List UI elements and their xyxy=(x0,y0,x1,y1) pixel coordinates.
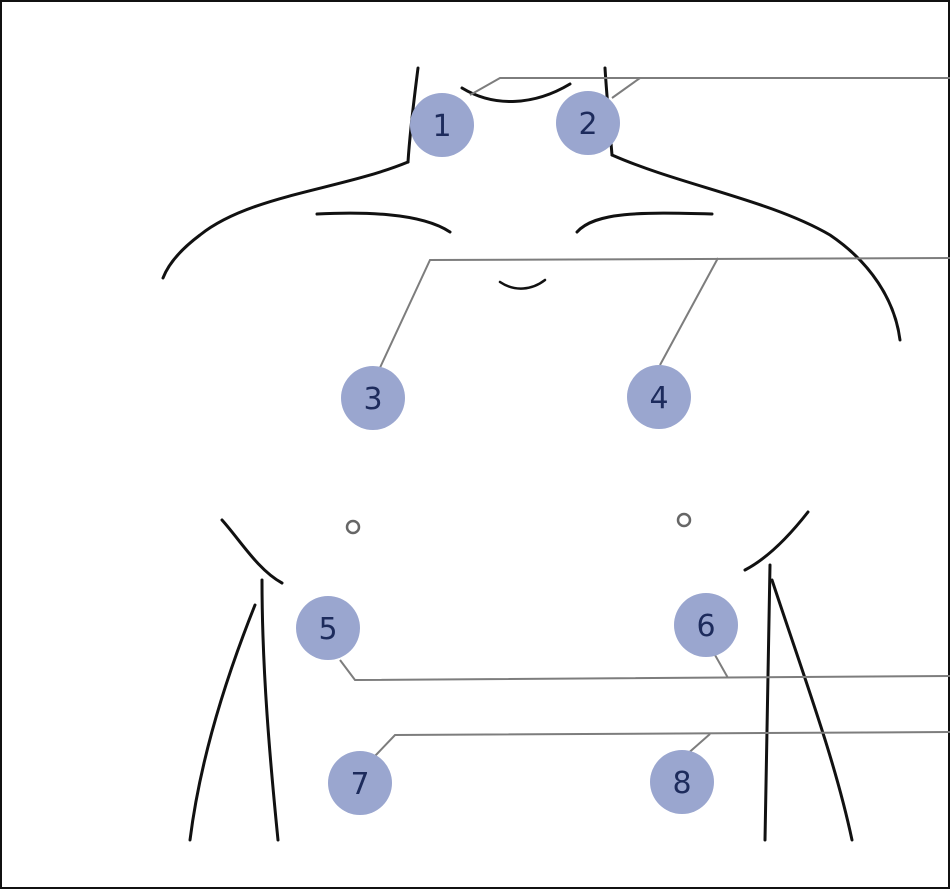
shoulder-right xyxy=(612,155,900,340)
leader-line-1-2 xyxy=(470,78,950,95)
leader-line-4 xyxy=(660,258,718,365)
leader-line-5-6 xyxy=(340,660,950,680)
svg-text:5: 5 xyxy=(318,612,337,647)
svg-text:2: 2 xyxy=(578,107,597,142)
leader-line-3-4 xyxy=(378,258,950,372)
clavicle-right xyxy=(577,213,712,232)
clavicle-left xyxy=(317,213,450,232)
right-arm-inner xyxy=(765,565,770,840)
shoulder-left xyxy=(163,162,408,278)
leader-line-2 xyxy=(612,78,640,98)
left-arm-outer xyxy=(190,605,255,840)
svg-text:3: 3 xyxy=(363,382,382,417)
marker-3: 3 xyxy=(341,366,405,430)
leader-line-7-8 xyxy=(375,732,950,756)
svg-text:1: 1 xyxy=(432,109,451,144)
right-arm-outer xyxy=(772,580,852,840)
svg-text:7: 7 xyxy=(350,767,369,802)
leader-line-6 xyxy=(715,655,728,678)
marker-1: 1 xyxy=(410,93,474,157)
chin-curve xyxy=(462,84,570,101)
marker-4: 4 xyxy=(627,365,691,429)
nipple-right xyxy=(678,514,690,526)
marker-7: 7 xyxy=(328,751,392,815)
armpit-right xyxy=(745,512,808,570)
svg-text:4: 4 xyxy=(649,381,668,416)
body-outline xyxy=(163,68,900,840)
nipple-left xyxy=(347,521,359,533)
marker-2: 2 xyxy=(556,91,620,155)
marker-8: 8 xyxy=(650,750,714,814)
marker-5: 5 xyxy=(296,596,360,660)
left-arm-inner xyxy=(262,580,278,840)
svg-text:6: 6 xyxy=(696,609,715,644)
sternal-notch xyxy=(500,280,545,289)
armpit-left xyxy=(222,520,282,583)
svg-text:8: 8 xyxy=(672,766,691,801)
marker-6: 6 xyxy=(674,593,738,657)
